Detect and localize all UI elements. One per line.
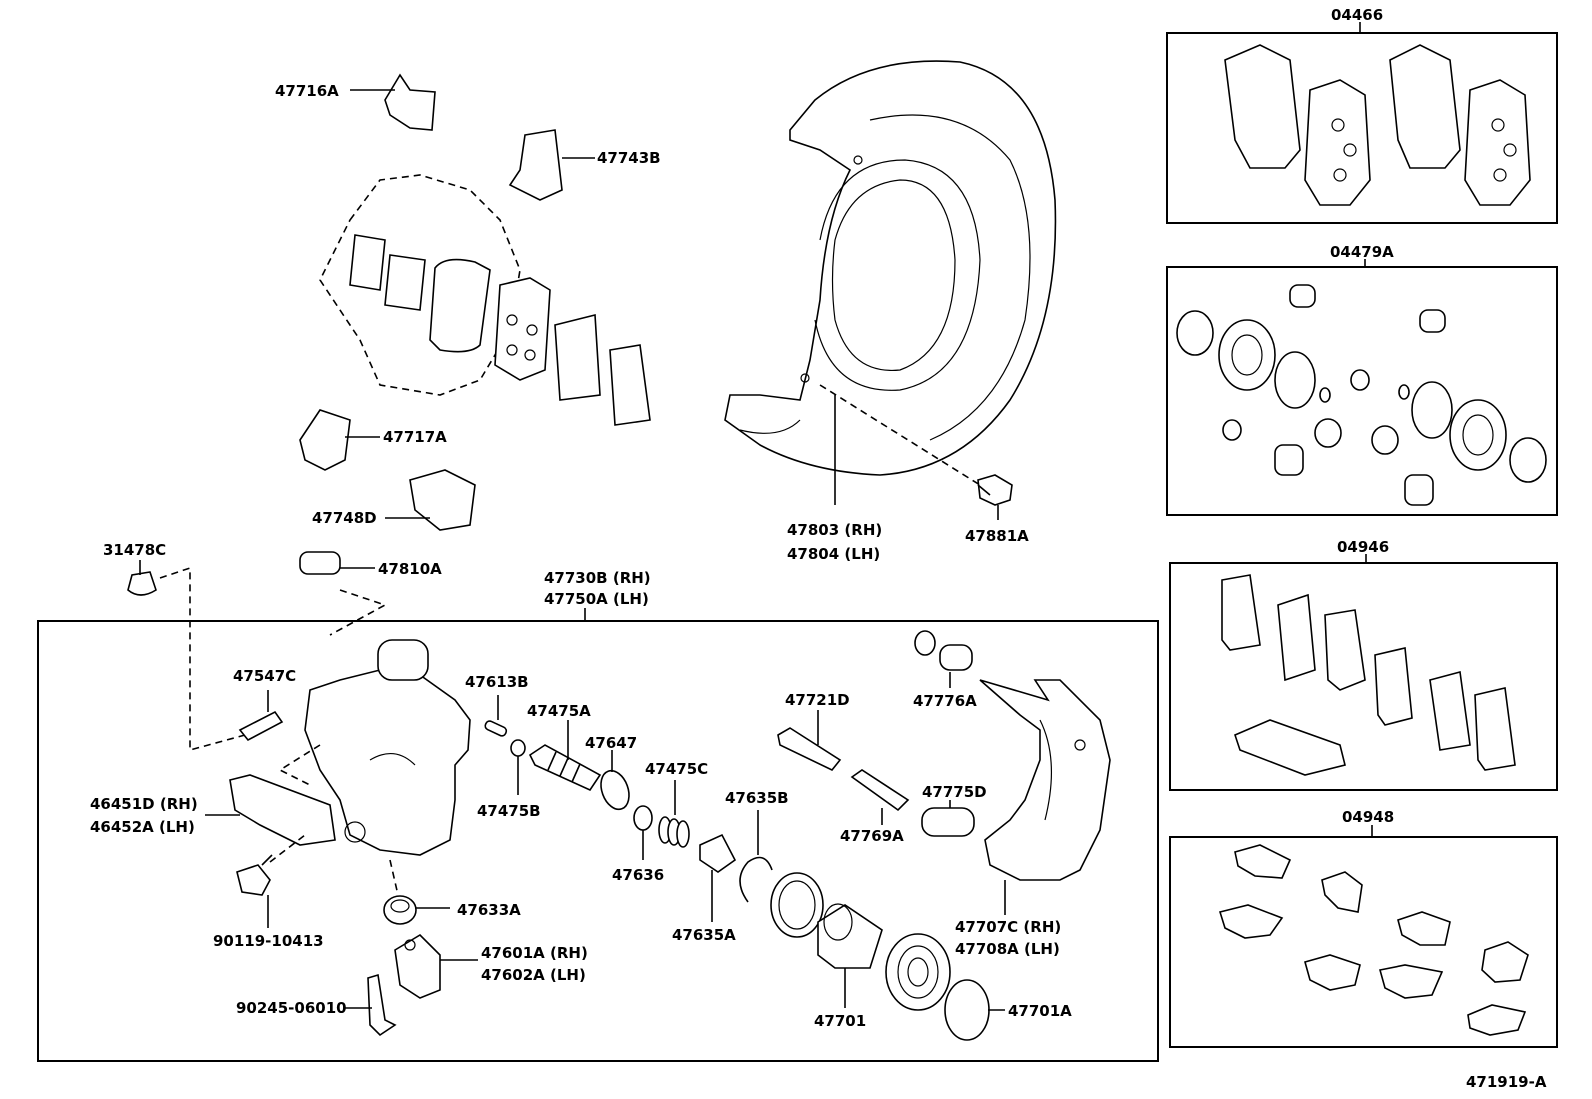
kit-04466-drawing <box>1224 44 1531 206</box>
label-47750A: 47750A (LH) <box>544 590 649 608</box>
ring-47635B-drawing <box>739 856 773 903</box>
kit-04479A-drawing <box>1176 284 1547 506</box>
label-47701A: 47701A <box>1008 1002 1072 1020</box>
cap-47633A-drawing <box>383 895 417 925</box>
kit-label-04948: 04948 <box>1342 808 1394 826</box>
label-47804: 47804 (LH) <box>787 545 880 563</box>
bolt-90245-drawing <box>367 973 397 1037</box>
label-31478C: 31478C <box>103 541 166 559</box>
spring-47647-drawing <box>600 769 630 811</box>
label-47635A: 47635A <box>672 926 736 944</box>
label-47881A: 47881A <box>965 527 1029 545</box>
ring-47636-drawing <box>633 805 653 831</box>
clip-47717A-drawing <box>299 409 351 471</box>
label-47601A: 47601A (RH) <box>481 944 588 962</box>
kit-label-04466: 04466 <box>1331 6 1383 24</box>
bolt-47721D-drawing <box>777 727 842 771</box>
bushing-47775D-drawing <box>921 807 975 837</box>
caliper-assembly-box <box>37 620 1159 1062</box>
label-47707C: 47707C (RH) <box>955 918 1061 936</box>
label-47475B: 47475B <box>477 802 541 820</box>
label-47602A: 47602A (LH) <box>481 966 586 984</box>
diagram-reference-number: 471919-A <box>1466 1073 1547 1091</box>
bleeder-47547C-drawing <box>238 710 284 742</box>
piston-boot-drawing <box>885 933 951 1011</box>
label-47717A: 47717A <box>383 428 447 446</box>
dust-shield-drawing <box>724 60 1057 505</box>
piston-47701-drawing <box>817 903 883 969</box>
caliper-bracket-47707C-drawing <box>979 679 1111 881</box>
kit-box-04479A <box>1166 266 1558 516</box>
kit-label-04946: 04946 <box>1337 538 1389 556</box>
bushing-47810A-drawing <box>299 551 341 575</box>
label-46451D: 46451D (RH) <box>90 795 198 813</box>
bolt-90119-drawing <box>236 854 273 896</box>
label-47743B: 47743B <box>597 149 661 167</box>
pad-set-drawing <box>319 174 651 426</box>
clip-47716A-drawing <box>384 73 436 131</box>
label-47475A: 47475A <box>527 702 591 720</box>
label-47716A: 47716A <box>275 82 339 100</box>
label-47475C: 47475C <box>645 760 708 778</box>
bushing-47776A-drawing <box>914 630 973 671</box>
pin-47769A-drawing <box>850 769 910 812</box>
oring-47475B-drawing <box>510 739 526 757</box>
kit-04946-drawing <box>1221 574 1516 776</box>
clip-47748D-drawing <box>409 469 476 531</box>
label-47647: 47647 <box>585 734 637 752</box>
label-47636: 47636 <box>612 866 664 884</box>
oring-47701A-drawing <box>944 979 990 1041</box>
label-47775D: 47775D <box>922 783 987 801</box>
kit-label-04479A: 04479A <box>1330 243 1394 261</box>
piston-47475A-drawing <box>528 744 602 792</box>
seal-drawing <box>770 872 824 938</box>
pin-47613B-drawing <box>484 720 508 737</box>
boot-47635A-drawing <box>699 833 737 873</box>
label-47730B: 47730B (RH) <box>544 569 651 587</box>
label-47748D: 47748D <box>312 509 377 527</box>
label-90245: 90245-06010 <box>236 999 347 1017</box>
label-47701: 47701 <box>814 1012 866 1030</box>
spring-47475C-drawing <box>658 816 690 848</box>
label-90119: 90119-10413 <box>213 932 324 950</box>
label-47613B: 47613B <box>465 673 529 691</box>
label-47769A: 47769A <box>840 827 904 845</box>
kit-box-04946 <box>1169 562 1558 791</box>
kit-04948-drawing <box>1218 844 1529 1036</box>
label-47708A: 47708A (LH) <box>955 940 1060 958</box>
caliper-body-drawing <box>304 639 471 856</box>
clip-47743B-drawing <box>508 129 563 201</box>
label-46452A: 46452A (LH) <box>90 818 195 836</box>
label-47547C: 47547C <box>233 667 296 685</box>
label-47776A: 47776A <box>913 692 977 710</box>
label-47635B: 47635B <box>725 789 789 807</box>
kit-box-04466 <box>1166 32 1558 224</box>
bolt-47881A-drawing <box>977 474 1013 506</box>
label-47810A: 47810A <box>378 560 442 578</box>
bracket-46451D-drawing <box>229 774 336 846</box>
label-47633A: 47633A <box>457 901 521 919</box>
label-47803: 47803 (RH) <box>787 521 882 539</box>
bracket-47601A-drawing <box>394 933 441 999</box>
plug-31478C-drawing <box>127 571 157 596</box>
label-47721D: 47721D <box>785 691 850 709</box>
kit-box-04948 <box>1169 836 1558 1048</box>
